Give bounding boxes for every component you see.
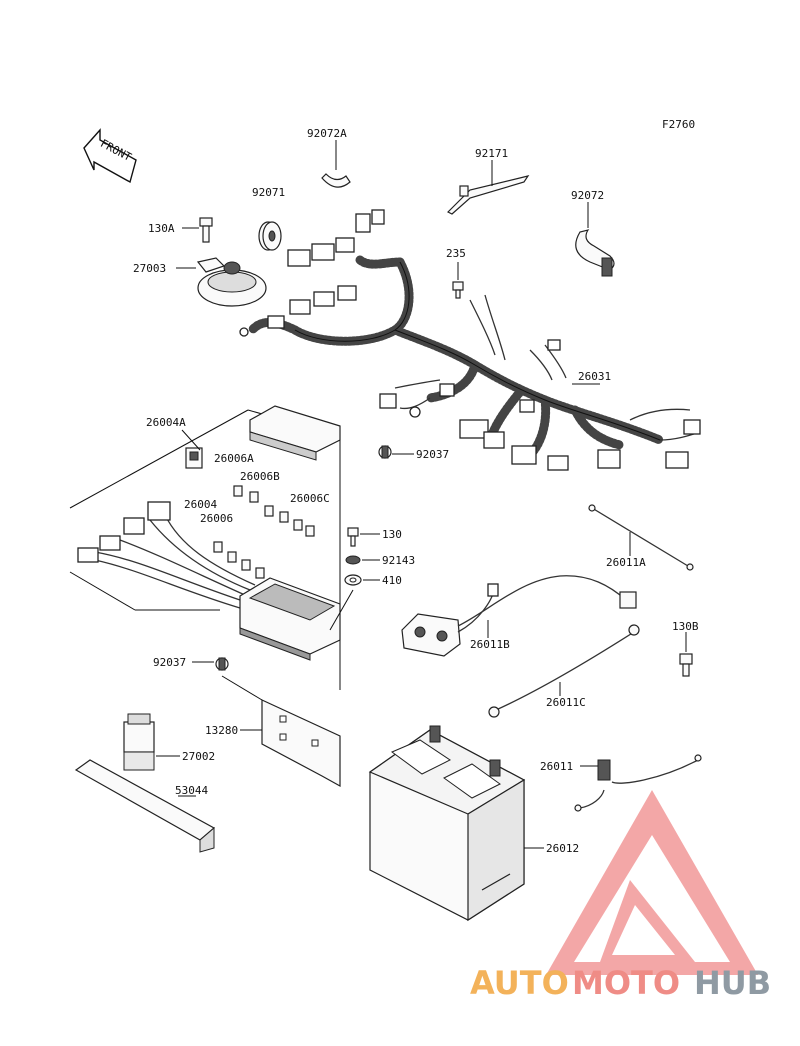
horn-27003 xyxy=(196,257,267,307)
washer-92143 xyxy=(345,555,361,565)
callout-27002: 27002 xyxy=(182,750,215,763)
callout-92037-lower: 92037 xyxy=(153,656,186,669)
callout-26006b: 26006B xyxy=(240,470,280,483)
callout-92072a: 92072A xyxy=(307,127,347,140)
fuse-box-assembly xyxy=(69,405,341,690)
front-arrow: FRONT xyxy=(83,128,137,184)
callout-92143: 92143 xyxy=(382,554,415,567)
callout-26006a: 26006A xyxy=(214,452,254,465)
callout-13280: 13280 xyxy=(205,724,238,737)
watermark-logo xyxy=(546,790,758,975)
washer-410 xyxy=(344,574,362,586)
leader-26004a xyxy=(181,429,201,451)
watermark-triangle-cut xyxy=(612,905,675,955)
callout-410: 410 xyxy=(382,574,402,587)
callout-27003: 27003 xyxy=(133,262,166,275)
watermark-brand: AUTO MOTO HUB xyxy=(470,964,771,1002)
callout-130b: 130B xyxy=(672,620,699,633)
leader-fusebox-mount xyxy=(329,589,354,631)
relay-27002 xyxy=(123,713,155,771)
watermark-brand-part1: AUTO xyxy=(470,964,569,1002)
main-harness-26031 xyxy=(239,209,701,471)
battery-26012 xyxy=(368,725,526,922)
starter-relay-26011b xyxy=(401,575,637,657)
cable-26011c xyxy=(488,624,640,718)
callout-92037-upper: 92037 xyxy=(416,448,449,461)
callout-26011a: 26011A xyxy=(606,556,646,569)
callout-26011: 26011 xyxy=(540,760,573,773)
callout-26004: 26004 xyxy=(184,498,217,511)
figure-code: F2760 xyxy=(662,118,695,131)
bolt-130a xyxy=(199,217,213,243)
callout-26012: 26012 xyxy=(546,842,579,855)
clip-92037-upper xyxy=(378,445,392,459)
clip-92037-lower xyxy=(215,657,229,671)
cable-26011a xyxy=(588,504,694,571)
strap-92072-buckle xyxy=(601,257,613,277)
callout-92071: 92071 xyxy=(252,186,285,199)
callout-92171: 92171 xyxy=(475,147,508,160)
callout-235: 235 xyxy=(446,247,466,260)
callout-26004a: 26004A xyxy=(146,416,186,429)
callout-26006c: 26006C xyxy=(290,492,330,505)
callout-130: 130 xyxy=(382,528,402,541)
pad-53044 xyxy=(74,759,216,853)
clamp-92072a xyxy=(321,173,351,188)
callout-92072: 92072 xyxy=(571,189,604,202)
front-arrow-shape xyxy=(83,128,137,184)
callout-26031: 26031 xyxy=(578,370,611,383)
watermark-brand-part2: MOTO xyxy=(572,964,680,1002)
callout-130a: 130A xyxy=(148,222,175,235)
lead-26011 xyxy=(574,754,702,812)
bolt-130 xyxy=(347,527,359,547)
bracket-92171-tab xyxy=(459,185,469,197)
bracket-92171 xyxy=(446,175,530,215)
callout-26011c: 26011C xyxy=(546,696,586,709)
callout-26011b: 26011B xyxy=(470,638,510,651)
watermark-brand-part3: HUB xyxy=(694,964,771,1002)
bracket-13280 xyxy=(221,675,341,788)
callout-26006: 26006 xyxy=(200,512,233,525)
grommet-92071 xyxy=(258,221,282,251)
callout-53044: 53044 xyxy=(175,784,208,797)
bolt-130b xyxy=(679,653,693,677)
bolt-235 xyxy=(452,281,464,299)
